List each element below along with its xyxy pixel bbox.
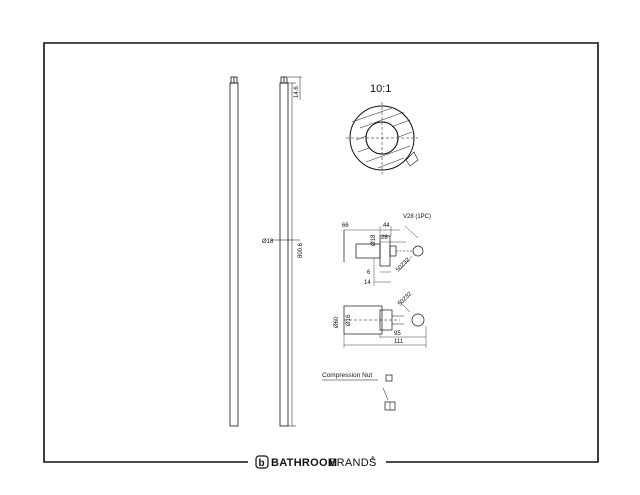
v28-label: V28 (1PC) <box>403 214 431 220</box>
dim-16-label: Ø16 <box>346 314 352 326</box>
dim-18-label: Ø18 <box>371 234 377 246</box>
brand-mark: b <box>259 458 265 469</box>
brand-name-regular: BRANDS <box>329 457 377 469</box>
brand-registered: ® <box>371 455 375 462</box>
brand-name-bold: BATHROOM <box>271 457 337 469</box>
dim-111-label: 111 <box>394 339 404 345</box>
brand-logo: b BATHROOM BRANDS ® <box>255 455 377 469</box>
pipe-diameter-label: Ø18 <box>262 239 274 245</box>
thread-bottom-label: 50Z32 <box>397 291 414 308</box>
scale-label: 10:1 <box>370 83 391 95</box>
compression-nut-drawing <box>322 374 396 411</box>
fitting-front-view <box>343 299 427 348</box>
drawing-frame <box>43 42 599 463</box>
dim-60-label: Ø60 <box>334 316 340 328</box>
dim-6-label: 6 <box>367 270 371 276</box>
fitting-side-view <box>343 225 424 286</box>
dim-66-label: 66 <box>342 223 349 229</box>
compression-nut-label: Compression Nut <box>322 372 372 379</box>
dim-44-label: 44 <box>383 223 390 229</box>
pipe-side-view <box>229 76 239 427</box>
pipe-length-label: 800.6 <box>298 242 304 258</box>
pipe-section-view <box>270 76 302 427</box>
dim-14-label: 14 <box>364 280 371 286</box>
dim-28-label: 28 <box>381 235 388 241</box>
pipe-top-label: 14.6 <box>294 86 300 98</box>
dim-95-label: 95 <box>394 331 401 337</box>
